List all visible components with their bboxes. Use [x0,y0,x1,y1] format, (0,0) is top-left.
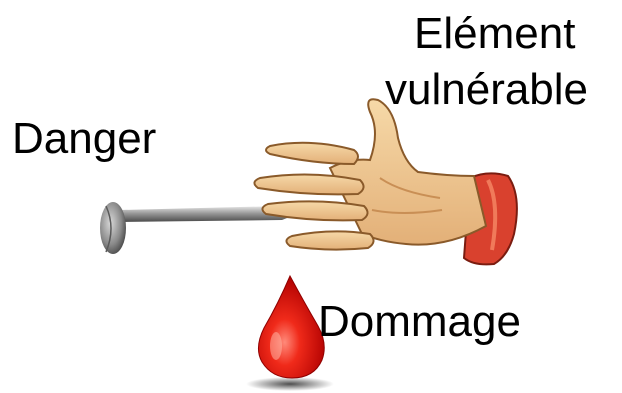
label-dommage: Dommage [318,296,521,348]
label-element-line1: Elément [414,8,575,60]
label-danger: Danger [12,113,156,165]
label-element-line2: vulnérable [385,64,588,116]
hand-icon [254,99,516,264]
